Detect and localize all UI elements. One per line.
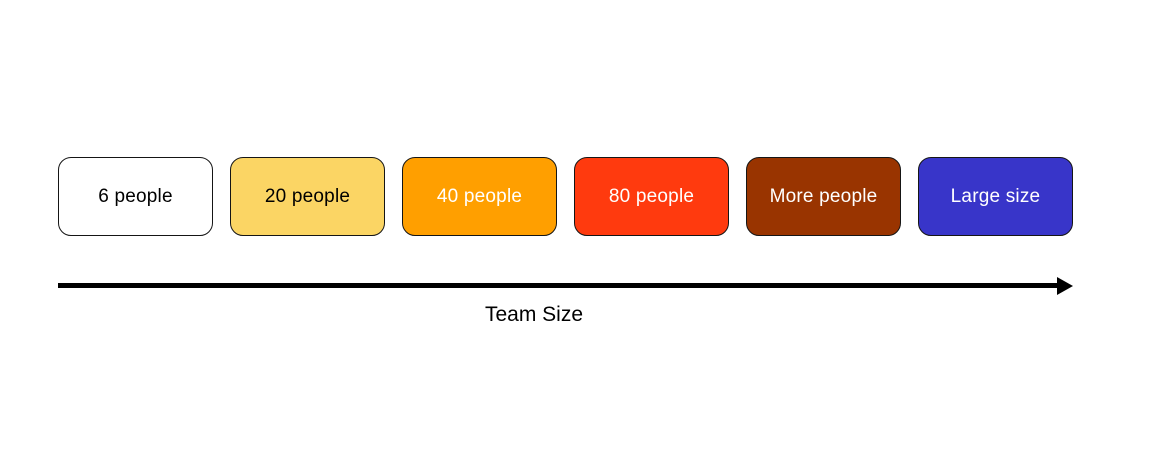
box-6-people: 6 people	[58, 157, 213, 236]
box-label: 6 people	[98, 185, 173, 207]
box-label: More people	[769, 185, 878, 207]
right-arrow-icon	[1057, 276, 1073, 295]
box-40-people: 40 people	[402, 157, 557, 236]
box-label: Large size	[950, 185, 1041, 207]
axis-label: Team Size	[484, 303, 584, 326]
stage-boxes-row: 6 people 20 people 40 people 80 people M…	[58, 157, 1073, 236]
box-80-people: 80 people	[574, 157, 729, 236]
box-more-people: More people	[746, 157, 901, 236]
box-label: 20 people	[264, 185, 351, 207]
box-large-size: Large size	[918, 157, 1073, 236]
box-20-people: 20 people	[230, 157, 385, 236]
axis-arrow-line	[58, 283, 1059, 288]
box-label: 80 people	[608, 185, 695, 207]
box-label: 40 people	[436, 185, 523, 207]
